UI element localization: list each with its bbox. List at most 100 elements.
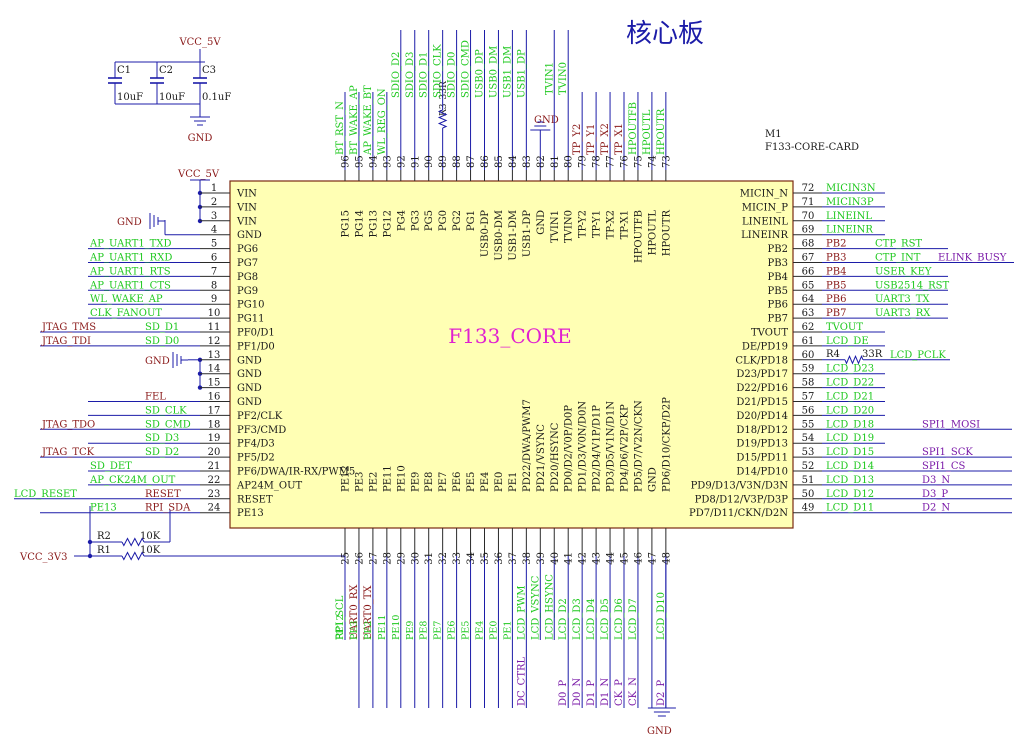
cap-c2-ref: C2 — [159, 65, 173, 76]
pin-number: 76 — [620, 155, 631, 168]
pin-name: PG14 — [354, 210, 365, 237]
chip-designator: M1 — [765, 129, 782, 140]
pin-name: PG1 — [466, 210, 477, 231]
pin-name: D22/PD16 — [736, 383, 788, 394]
pin-name: TP-Y2 — [578, 210, 589, 238]
net-label: LCD_D22 — [826, 378, 874, 389]
pin-name: PD8/D12/V3P/D3P — [695, 494, 789, 505]
pin-name: PD2/D4/V1P/D1P — [592, 405, 603, 492]
pin-number: 5 — [211, 239, 217, 250]
pin-name: PE0 — [494, 472, 505, 492]
pin-name: PE9 — [410, 472, 421, 492]
pin-number: 78 — [592, 155, 603, 168]
pin-name: PE12 — [341, 465, 352, 492]
pin-name: RESET — [237, 494, 273, 505]
pin-name: PE2 — [368, 472, 379, 492]
pin-number: 69 — [802, 225, 815, 236]
pin-name: MICIN_P — [742, 202, 789, 213]
net-label: SD_D3 — [145, 433, 179, 444]
net-label: SDIO_D3 — [405, 52, 416, 98]
net-label: LCD_D11 — [826, 503, 874, 514]
pin-number: 85 — [494, 155, 505, 168]
page-title: 核心板 — [626, 19, 704, 49]
pin-number: 32 — [438, 552, 449, 565]
pin-number: 43 — [592, 552, 603, 565]
pin-number: 31 — [424, 552, 435, 565]
pin-number: 60 — [802, 350, 815, 361]
pin-number: 35 — [480, 552, 491, 565]
pin-name: PG15 — [341, 210, 352, 237]
net-label-alt: USER_KEY — [875, 266, 932, 277]
net-label: BT_WAKE_AP — [349, 85, 360, 155]
net-label: UART0_TX — [363, 585, 374, 640]
pin-name: VIN — [236, 189, 257, 200]
cap-c2-value: 10uF — [159, 92, 185, 103]
net-label: LCD_D12 — [826, 489, 874, 500]
pin-number: 83 — [522, 155, 533, 168]
pin-number: 82 — [536, 155, 547, 168]
pin-number: 14 — [208, 364, 221, 375]
pin-number: 58 — [802, 378, 815, 389]
net-label: PB3 — [826, 253, 846, 264]
pin-number: 86 — [480, 155, 491, 168]
pin-number: 37 — [508, 552, 519, 565]
pin-number: 11 — [208, 322, 221, 333]
net-label: PB2 — [826, 239, 846, 250]
pin-number: 30 — [410, 552, 421, 565]
pin-name: PF6/DWA/IR-RX/PWM5 — [237, 467, 355, 478]
net-label-alt: PE5 — [461, 621, 472, 640]
pin-number: 53 — [802, 447, 815, 458]
net-label-alt: SPI1_SCK — [922, 447, 973, 458]
pin-number: 93 — [382, 155, 393, 168]
pin-number: 2 — [211, 197, 217, 208]
pin-number: 51 — [802, 475, 815, 486]
pin-name: LINEINR — [741, 230, 788, 241]
net-label: TVIN0 — [558, 62, 569, 95]
pin-name: PE7 — [438, 472, 449, 492]
gnd-left2-label: GND — [145, 356, 170, 367]
net-label-alt: PE7 — [433, 621, 444, 640]
pin-name: PD4/D6/V2P/CKP — [620, 404, 631, 492]
pin-number: 4 — [211, 225, 217, 236]
net-label-alt: D1_N — [600, 678, 611, 706]
pin-name: VIN — [236, 202, 257, 213]
net-label: SDIO_D1 — [419, 52, 430, 98]
net-label-alt: PE3 — [349, 621, 360, 640]
net-label: WL_WAKE_AP — [90, 294, 163, 305]
pin-name: LINEINL — [742, 216, 788, 227]
net-label: TP_X1 — [614, 123, 625, 155]
pin-name: PF5/D2 — [237, 453, 275, 464]
pin-number: 50 — [802, 489, 815, 500]
net-label-alt: D2_P — [656, 680, 667, 706]
pin-name: TVIN0 — [564, 210, 575, 243]
wires — [14, 30, 1014, 717]
net-label: HPOUTFB — [628, 102, 639, 155]
net-label-alt: D0_N — [572, 678, 583, 706]
net-label-alt: PE10 — [391, 615, 402, 640]
net-label: BT_RST_N — [335, 101, 346, 155]
net-label-alt: PE13 — [90, 503, 117, 514]
pin-name: PE11 — [382, 465, 393, 492]
pin-name: GND — [237, 383, 262, 394]
pin-name: PG3 — [410, 210, 421, 231]
net-label: LCD_DE — [826, 336, 869, 347]
pin-number: 61 — [802, 336, 815, 347]
pin-name: PG4 — [396, 210, 407, 231]
pin-number: 25 — [341, 552, 352, 565]
pin-number: 90 — [424, 155, 435, 168]
net-label: MICIN3N — [826, 183, 876, 194]
net-label: RESET — [145, 489, 181, 500]
pin-name: PG8 — [237, 272, 258, 283]
pin-number: 94 — [368, 155, 379, 168]
net-label: HPOUTL — [642, 109, 653, 155]
pin-number: 84 — [508, 155, 519, 168]
r2-value: 10K — [140, 531, 161, 542]
pin-number: 9 — [211, 294, 217, 305]
pin-number: 26 — [354, 552, 365, 565]
net-label: LCD_HSYNC — [544, 574, 555, 640]
resistor-zigzag — [437, 109, 448, 129]
net-label-alt: PE11 — [377, 615, 388, 640]
pin-name: AP24M_OUT — [236, 480, 303, 491]
pin-number: 45 — [620, 552, 631, 565]
pin-number: 71 — [802, 197, 815, 208]
